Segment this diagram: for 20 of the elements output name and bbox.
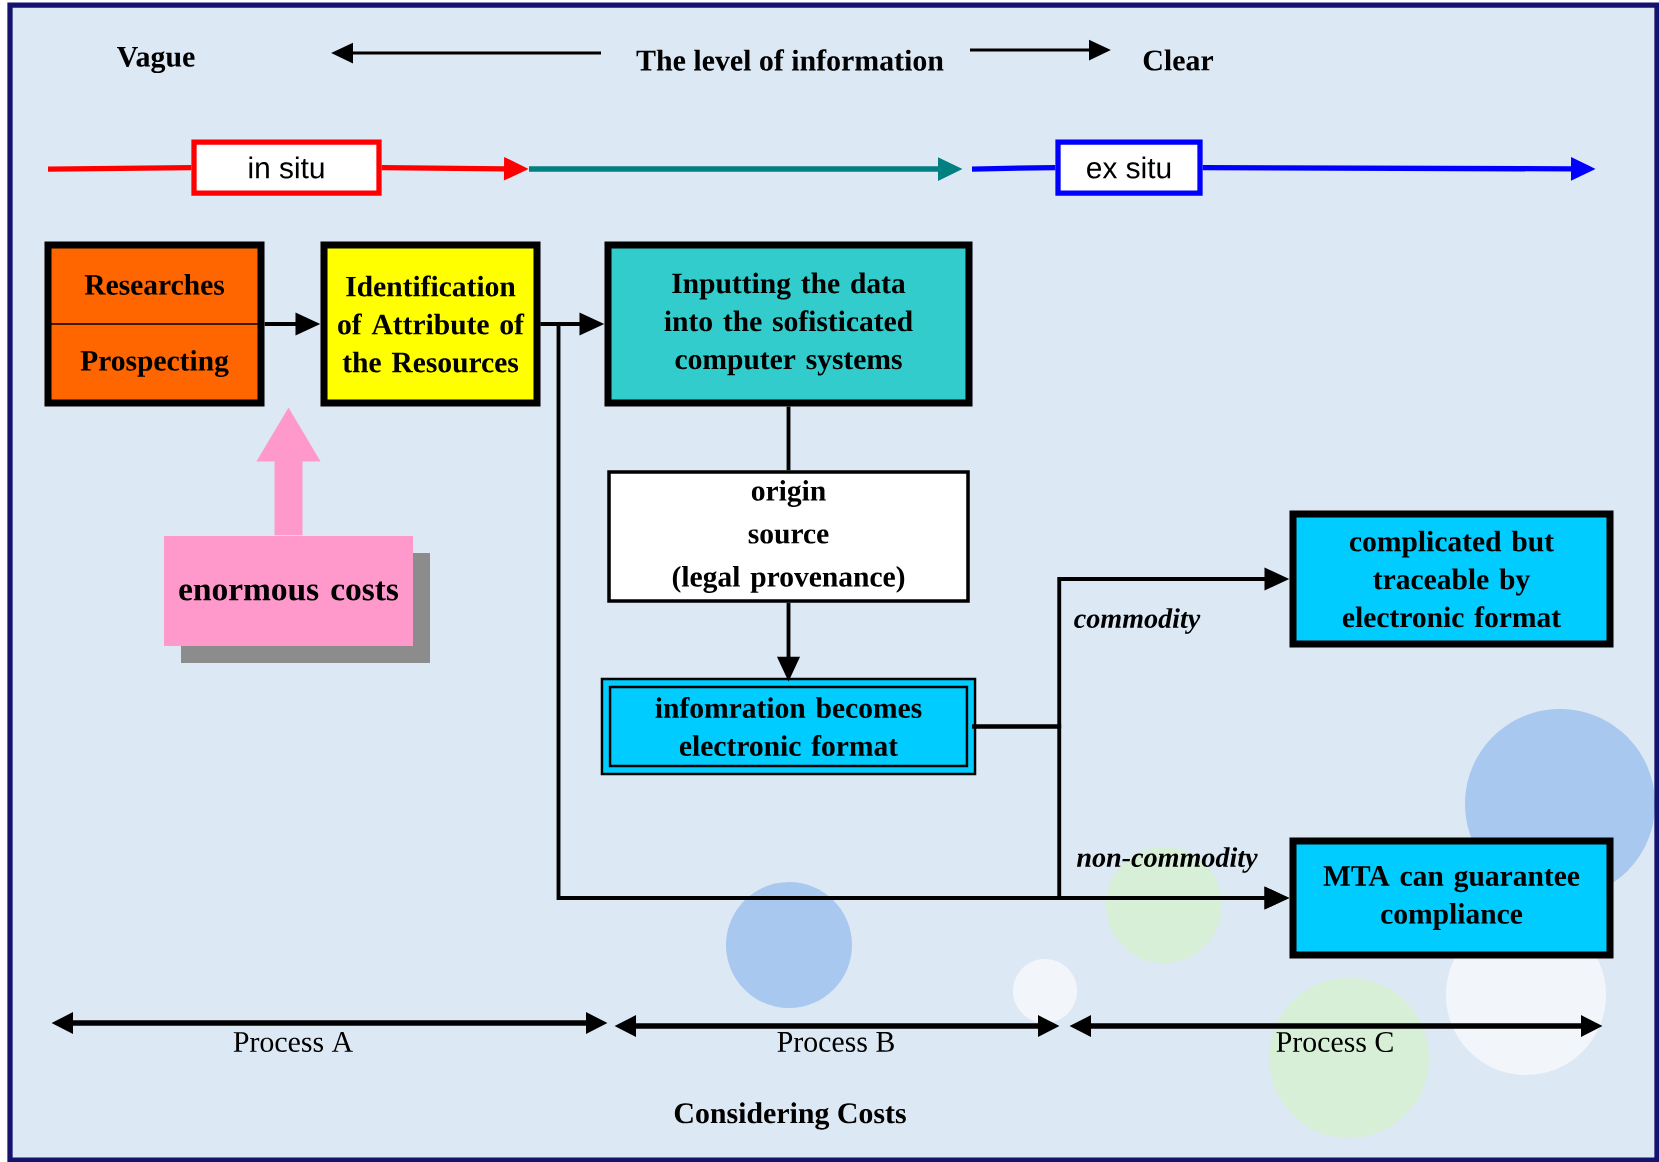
axis-label: Clear bbox=[1143, 49, 1214, 71]
result-box: MTA can guarantee compliance bbox=[1289, 837, 1614, 959]
process-label: Process C bbox=[1276, 1031, 1393, 1053]
edge-label: non-commodity bbox=[1076, 847, 1258, 873]
connector-line bbox=[786, 406, 791, 471]
info-box: origin source (legal provenance) bbox=[607, 470, 970, 603]
edge-label: commodity bbox=[1074, 608, 1201, 634]
cost-box: enormous costs bbox=[164, 536, 430, 663]
process-box: infomration becomes electronic format bbox=[600, 677, 977, 776]
axis-label: Vague bbox=[117, 46, 195, 74]
result-box: complicated but traceable by electronic format bbox=[1289, 510, 1614, 648]
axis-title: The level of information bbox=[636, 49, 944, 71]
process-label: Process B bbox=[777, 1032, 894, 1052]
stage-box: in situ bbox=[191, 139, 382, 196]
process-label: Process A bbox=[233, 1032, 353, 1052]
stage-box: ex situ bbox=[1055, 139, 1203, 196]
process-box: Researches Prospecting bbox=[44, 241, 265, 407]
process-box: Inputting the data into the sofisticated computer systems bbox=[604, 241, 973, 407]
footer-text: Considering Costs bbox=[674, 1102, 906, 1130]
process-box: Identification of Attribute of the Resources bbox=[320, 241, 541, 407]
